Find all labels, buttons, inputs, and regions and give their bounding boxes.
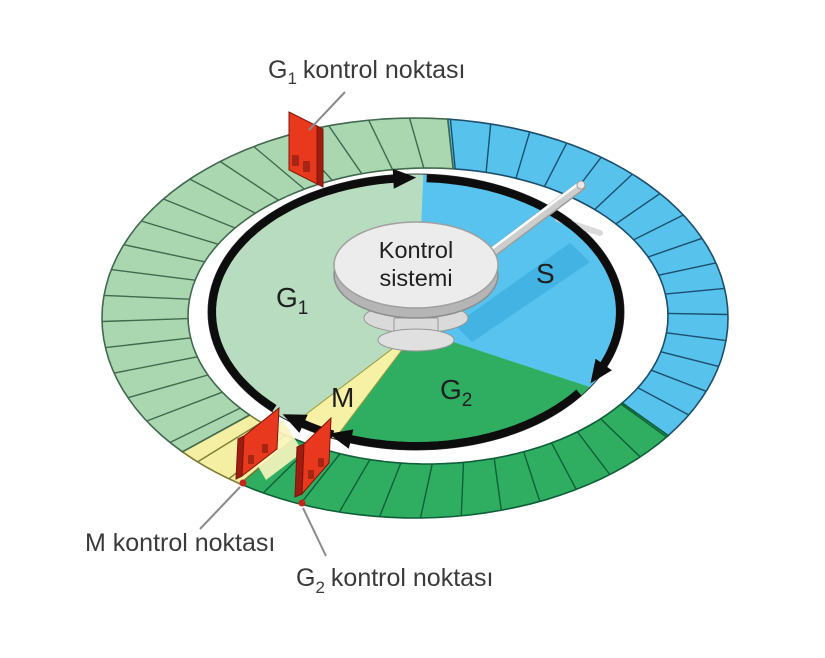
ring-tick [219, 160, 279, 201]
disc-sector-g2 [334, 330, 591, 450]
ring-tick [101, 317, 189, 323]
knob-face [333, 221, 499, 309]
ring-tick [103, 294, 190, 300]
label-base: G [296, 564, 315, 592]
cycle-arrow-g1 [208, 174, 399, 412]
ring-tick [140, 220, 219, 245]
label-subscript: 2 [315, 578, 324, 597]
ring-tick [647, 237, 703, 258]
ring-tick [594, 173, 633, 211]
arrowhead [590, 358, 612, 384]
ring-segment-g1 [101, 117, 454, 453]
ring-tick [543, 142, 568, 187]
ring-tick [493, 458, 502, 511]
ring-tick [419, 463, 433, 519]
pedestal-base [377, 328, 455, 352]
ring-tick [485, 123, 492, 173]
lever-shadow-stripe [455, 243, 590, 342]
ring-tick [111, 268, 196, 281]
cycle-arrow-g2 [345, 389, 582, 451]
m-checkpoint-label: M kontrol noktası [85, 529, 275, 557]
phase-label-s: S [536, 258, 555, 289]
ring-tick [637, 387, 690, 416]
g1-checkpoint-label: G1 kontrol noktası [268, 56, 466, 88]
label-rest: kontrol noktası [331, 564, 494, 592]
ring-tick [651, 369, 707, 392]
leader-lines [199, 91, 346, 557]
label-base: G [276, 282, 298, 313]
arrowhead [282, 414, 308, 433]
g2-checkpoint-label: G2 kontrol noktası [296, 564, 494, 597]
ring-tick [163, 198, 236, 229]
ring-tick [253, 146, 305, 190]
label-base: G [440, 374, 462, 405]
m-g2-checkpoint-gates [235, 406, 332, 507]
g2-checkpoint-gate [294, 416, 332, 507]
arrowhead [392, 168, 417, 189]
label-subscript: 1 [298, 298, 309, 319]
control-system-label-line1: Kontrol [379, 237, 453, 263]
ring-tick [523, 451, 541, 502]
ring-tick [658, 262, 717, 276]
ring-tick [169, 407, 241, 444]
ring-tick [408, 117, 425, 169]
cycle-arrows [208, 168, 624, 451]
ring-tick [600, 418, 641, 458]
ring-tick [660, 351, 719, 368]
ring-tick [550, 442, 577, 490]
ring-tick [666, 332, 727, 342]
ring-tick [338, 459, 371, 513]
cycle-arrow-s [426, 174, 624, 371]
arrowhead [328, 429, 354, 449]
ring-tick [449, 119, 456, 170]
lever-tip [576, 180, 586, 190]
phase-label-g2: G2 [440, 374, 472, 411]
phase-label-g1: G1 [276, 282, 308, 319]
ring-tick [460, 462, 465, 516]
ring-tick [633, 214, 684, 241]
ring-tick [665, 287, 725, 295]
m-checkpoint-gate [235, 406, 280, 487]
gate-foot [248, 455, 254, 464]
gate-foot [308, 470, 314, 479]
gate-foot [262, 444, 268, 453]
ring-tick [667, 312, 729, 316]
ring-tick [378, 462, 402, 517]
ring-tick [615, 192, 661, 225]
label-rest: kontrol noktası [303, 56, 466, 84]
g2-checkpoint-marker-dot [298, 499, 306, 507]
gate-foot [303, 161, 310, 172]
ring-tick [620, 403, 668, 438]
gate-foot [292, 155, 299, 166]
label-base: G [268, 56, 287, 84]
gate-side [316, 125, 324, 188]
gate-foot [318, 458, 324, 467]
disc-outline [207, 173, 625, 451]
control-system-label-line2: sistemi [379, 265, 452, 291]
phase-label-m: M [331, 382, 354, 413]
label-subscript: 2 [462, 390, 473, 411]
ring-tick [105, 337, 191, 349]
ring-tick [113, 356, 198, 374]
ring-tick [197, 421, 262, 463]
g1-leader-line [308, 91, 346, 131]
ring-tick [328, 125, 363, 175]
m-leader-line [199, 486, 241, 530]
ring-tick [299, 453, 341, 505]
ring-tick [368, 119, 394, 170]
ring-tick [576, 431, 611, 475]
ring-tick [189, 178, 256, 214]
ring-tick [146, 391, 223, 422]
g2-leader-line [302, 507, 327, 557]
ring-tick [123, 244, 205, 263]
ring-tick [515, 131, 531, 179]
ring-tick [127, 374, 209, 399]
label-subscript: 1 [287, 69, 296, 88]
m-checkpoint-marker-dot [239, 479, 247, 487]
control-knob: Kontrol sistemi [333, 180, 586, 352]
